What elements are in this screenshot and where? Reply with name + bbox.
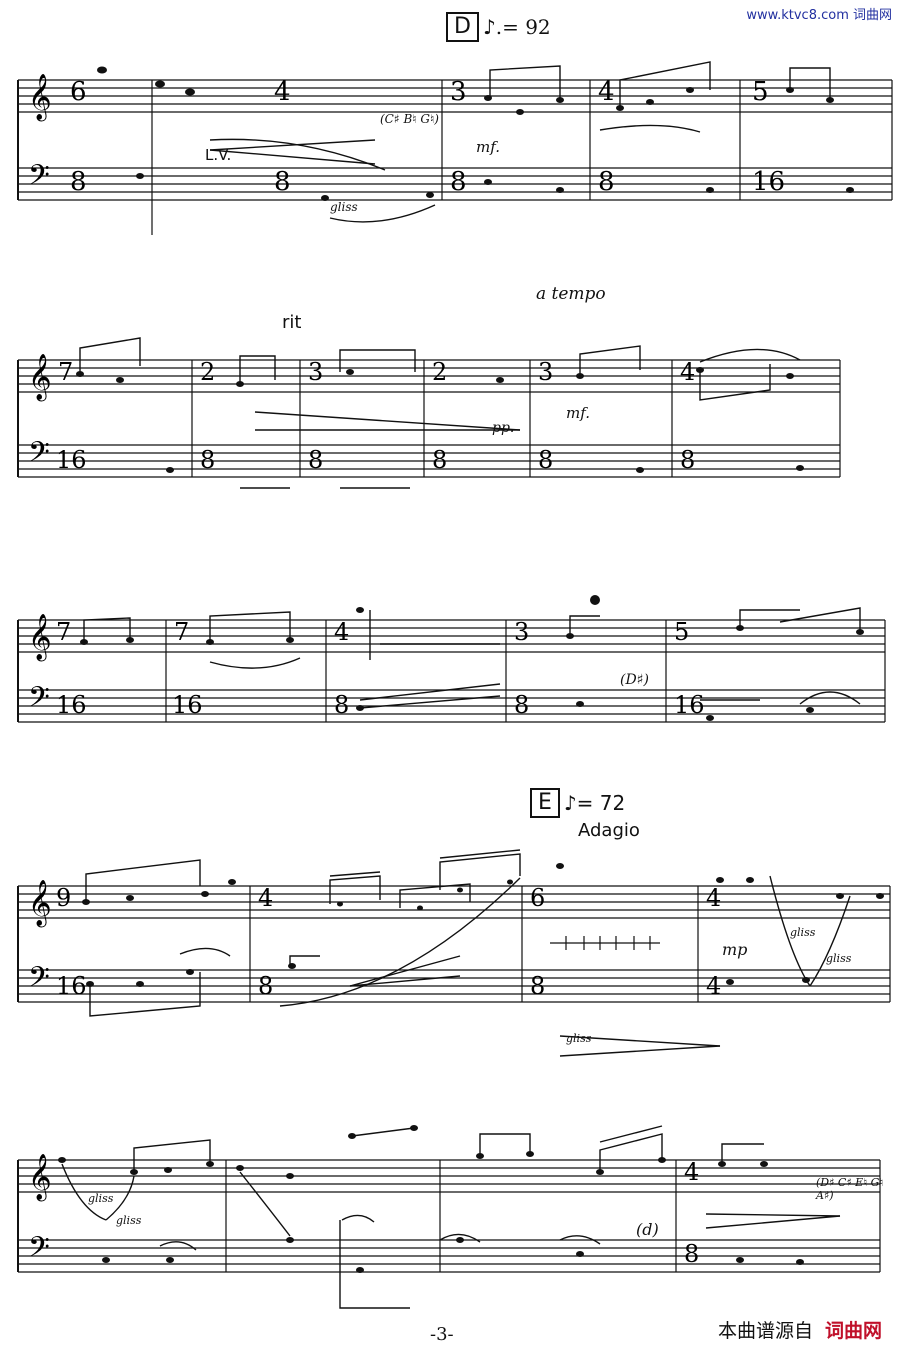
- svg-text:8: 8: [258, 972, 273, 1000]
- let-vibrate-marking: L.V.: [205, 146, 232, 164]
- music-system-4: 𝄞 𝄢 9 16 4 8 6 8 4 4: [0, 846, 900, 1076]
- svg-text:16: 16: [752, 167, 785, 197]
- svg-text:3: 3: [538, 358, 553, 386]
- dynamic-mf: mf.: [476, 138, 501, 156]
- svg-text:8: 8: [334, 691, 349, 719]
- svg-text:8: 8: [274, 167, 291, 197]
- svg-text:16: 16: [56, 446, 87, 474]
- dynamic-mf: mf.: [566, 404, 591, 422]
- svg-text:5: 5: [674, 618, 689, 646]
- svg-text:𝄢: 𝄢: [28, 961, 50, 1001]
- svg-text:3: 3: [450, 77, 467, 107]
- footer-label: 本曲谱源自: [717, 1320, 813, 1342]
- staff-system: 𝄞 𝄢 7 16 2 8 3 8 2 8 3 8 4 8: [17, 337, 841, 489]
- dynamic-pp: pp.: [492, 420, 515, 436]
- chord-annotation: (D♯ C♯ E♮ G♮ A♯): [816, 1176, 884, 1202]
- chord-annotation: (D♯): [620, 672, 649, 688]
- music-system-1: 𝄞 𝄢 6 8 4 8 3 8 4 8 5 16 L.V. (C♯ B♮ G♮) glis…: [0, 40, 900, 240]
- svg-text:4: 4: [334, 618, 349, 646]
- svg-text:8: 8: [308, 446, 323, 474]
- svg-text:4: 4: [274, 77, 291, 107]
- svg-text:8: 8: [530, 972, 545, 1000]
- svg-text:8: 8: [684, 1240, 699, 1268]
- tempo-word: Adagio: [578, 820, 640, 841]
- svg-text:3: 3: [514, 618, 529, 646]
- chord-annotation: (C♯ B♮ G♮): [380, 112, 439, 126]
- rehearsal-letter: E: [530, 788, 560, 818]
- svg-text:𝄞: 𝄞: [28, 614, 52, 662]
- svg-text:16: 16: [56, 972, 87, 1000]
- staff-system: 𝄞 𝄢 4 8: [17, 1125, 881, 1309]
- page-number: -3-: [430, 1324, 454, 1345]
- svg-text:2: 2: [432, 358, 447, 386]
- svg-text:8: 8: [514, 691, 529, 719]
- svg-text:𝄞: 𝄞: [28, 1154, 52, 1202]
- svg-text:8: 8: [538, 446, 553, 474]
- ritardando-marking: rit: [282, 312, 302, 333]
- rehearsal-mark-e: E ♪= 72: [530, 788, 625, 818]
- svg-text:8: 8: [598, 167, 615, 197]
- music-system-2: 𝄞 𝄢 7 16 2 8 3 8 2 8 3 8 4 8 pp. mf.: [0, 320, 900, 520]
- svg-text:𝄞: 𝄞: [28, 880, 52, 928]
- svg-text:8: 8: [680, 446, 695, 474]
- staff-system: 𝄞 𝄢 6 8 4 8 3 8 4 8 5 16: [17, 61, 893, 235]
- staff-system: 𝄞 𝄢 9 16 4 8 6 8 4 4: [17, 849, 891, 1057]
- svg-text:6: 6: [70, 77, 87, 107]
- rehearsal-mark-d: D ♪.= 92: [446, 12, 551, 42]
- footer-site[interactable]: 词曲网: [824, 1320, 882, 1342]
- svg-text:7: 7: [174, 618, 189, 646]
- glissando-marking: gliss: [88, 1192, 114, 1205]
- svg-text:7: 7: [58, 358, 73, 386]
- svg-text:5: 5: [752, 77, 769, 107]
- svg-text:2: 2: [200, 358, 215, 386]
- svg-text:4: 4: [598, 77, 615, 107]
- svg-text:𝄞: 𝄞: [28, 354, 52, 402]
- tempo-marking: ♪= 72: [563, 791, 626, 815]
- glissando-marking: gliss: [790, 926, 816, 939]
- svg-text:4: 4: [258, 884, 273, 912]
- rehearsal-letter: D: [446, 12, 479, 42]
- tempo-marking: ♪.= 92: [482, 15, 551, 39]
- svg-text:9: 9: [56, 884, 71, 912]
- glissando-marking: gliss: [566, 1032, 592, 1045]
- svg-text:𝄢: 𝄢: [28, 681, 50, 721]
- svg-text:16: 16: [172, 691, 203, 719]
- svg-text:𝄢: 𝄢: [28, 1231, 50, 1271]
- svg-text:6: 6: [530, 884, 545, 912]
- svg-text:4: 4: [684, 1158, 699, 1186]
- music-system-3: 𝄞 𝄢 7 16 7 16 4 8 3 8 5 16 (D♯): [0, 580, 900, 780]
- a-tempo-marking: a tempo: [536, 284, 606, 304]
- svg-text:8: 8: [450, 167, 467, 197]
- staff-system: 𝄞 𝄢 7 16 7 16 4 8 3 8 5 16: [17, 595, 886, 723]
- svg-text:8: 8: [432, 446, 447, 474]
- svg-text:𝄞: 𝄞: [28, 74, 52, 122]
- glissando-marking: gliss: [116, 1214, 142, 1227]
- dynamic-mp: mp: [722, 940, 748, 959]
- svg-text:8: 8: [70, 167, 87, 197]
- svg-text:𝄢: 𝄢: [28, 159, 50, 199]
- glissando-marking: gliss: [826, 952, 852, 965]
- svg-text:4: 4: [706, 972, 721, 1000]
- svg-text:16: 16: [674, 691, 705, 719]
- svg-text:4: 4: [706, 884, 721, 912]
- svg-text:7: 7: [56, 618, 71, 646]
- glissando-marking: gliss: [330, 200, 358, 214]
- chord-annotation: (d): [636, 1220, 659, 1239]
- svg-text:𝄢: 𝄢: [28, 436, 50, 476]
- svg-text:4: 4: [680, 358, 695, 386]
- svg-text:8: 8: [200, 446, 215, 474]
- watermark: www.ktvc8.com 词曲网: [746, 8, 892, 23]
- footer-credit: 本曲谱源自 词曲网: [718, 1316, 882, 1343]
- svg-text:3: 3: [308, 358, 323, 386]
- svg-text:16: 16: [56, 691, 87, 719]
